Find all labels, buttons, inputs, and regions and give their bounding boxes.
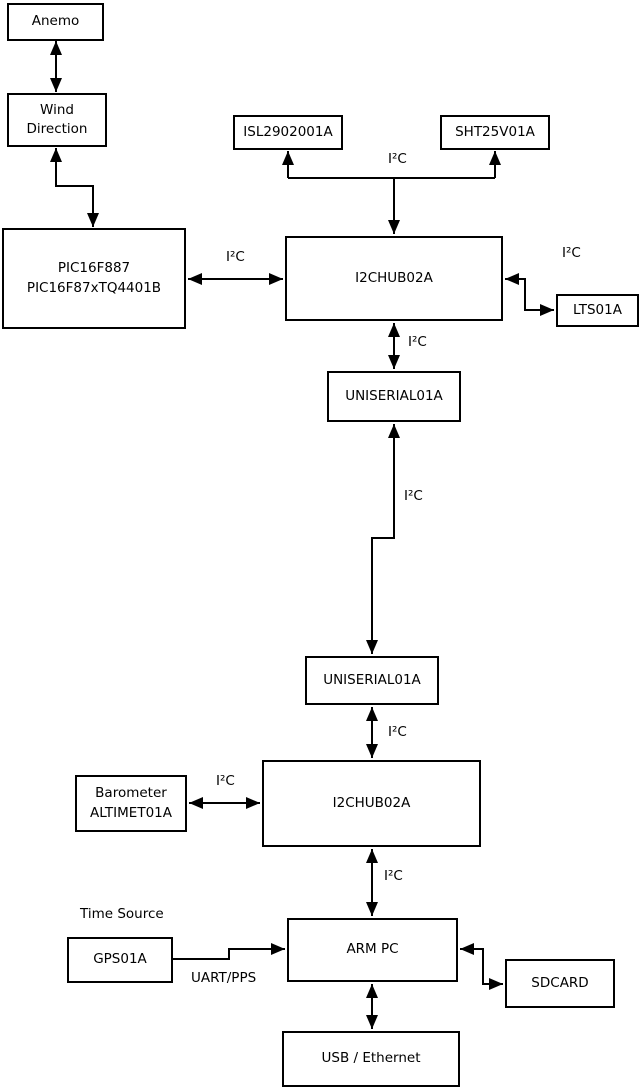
node-barometer-line2: ALTIMET01A xyxy=(90,804,172,821)
node-gps-label: GPS01A xyxy=(93,951,147,968)
edge-label-i2c-sensor-bus: I²C xyxy=(388,151,407,167)
node-wind-line2: Direction xyxy=(26,121,88,137)
edge-wind-pic xyxy=(50,148,99,227)
edge-label-i2c-pic-hub: I²C xyxy=(226,249,245,265)
node-uniserial1-label: UNISERIAL01A xyxy=(345,387,443,404)
node-usb-label: USB / Ethernet xyxy=(321,1050,421,1067)
edge-label-i2c-hub-lts: I²C xyxy=(562,245,581,261)
node-wind-line1: Wind xyxy=(40,101,74,118)
node-gps01a: GPS01A xyxy=(67,937,173,983)
edge-gps-armpc xyxy=(173,943,285,960)
node-pic-line2: PIC16F87xTQ4401B xyxy=(26,279,162,296)
node-lts01a: LTS01A xyxy=(556,294,639,327)
node-i2chub2-label: I2CHUB02A xyxy=(332,794,411,811)
node-i2chub1-label: I2CHUB02A xyxy=(355,269,433,286)
node-anemo: Anemo xyxy=(7,3,104,41)
label-time-source: Time Source xyxy=(80,906,164,922)
node-barometer-altimet01a: Barometer ALTIMET01A xyxy=(75,775,187,832)
edge-label-i2c-hub-uniserial: I²C xyxy=(408,334,427,350)
node-anemo-label: Anemo xyxy=(31,13,80,30)
edge-armpc-sdcard xyxy=(460,943,503,990)
node-armpc-label: ARM PC xyxy=(346,941,399,958)
node-i2chub02a-1: I2CHUB02A xyxy=(285,236,503,321)
edge-label-i2c-uniserial-link: I²C xyxy=(404,488,423,504)
node-sht25v01a: SHT25V01A xyxy=(440,115,550,150)
edge-uniserial1-uniserial2 xyxy=(366,424,400,654)
edge-label-uart-pps: UART/PPS xyxy=(191,970,257,986)
node-isl2902001a: ISL2902001A xyxy=(233,115,343,150)
node-pic16f887: PIC16F887 PIC16F87xTQ4401B xyxy=(2,228,186,329)
node-sdcard: SDCARD xyxy=(505,959,615,1008)
node-uniserial2-label: UNISERIAL01A xyxy=(323,671,421,688)
node-lts-label: LTS01A xyxy=(573,301,622,318)
edge-label-i2c-baro-hub: I²C xyxy=(216,773,235,789)
node-pic-line1: PIC16F887 xyxy=(57,260,131,277)
node-wind-direction: Wind Direction xyxy=(7,93,107,147)
node-isl-label: ISL2902001A xyxy=(243,123,333,140)
node-sht-label: SHT25V01A xyxy=(455,123,535,140)
node-i2chub02a-2: I2CHUB02A xyxy=(262,760,481,847)
node-arm-pc: ARM PC xyxy=(287,918,458,982)
node-barometer-line1: Barometer xyxy=(95,785,167,802)
edge-label-i2c-uniserial-hub2: I²C xyxy=(388,724,407,740)
node-usb-ethernet: USB / Ethernet xyxy=(282,1031,460,1087)
node-sdcard-label: SDCARD xyxy=(531,974,589,991)
node-uniserial01a-1: UNISERIAL01A xyxy=(327,371,461,422)
edge-label-i2c-hub2-armpc: I²C xyxy=(384,868,403,884)
edge-i2chub1-lts xyxy=(505,273,554,316)
node-uniserial01a-2: UNISERIAL01A xyxy=(305,656,439,705)
